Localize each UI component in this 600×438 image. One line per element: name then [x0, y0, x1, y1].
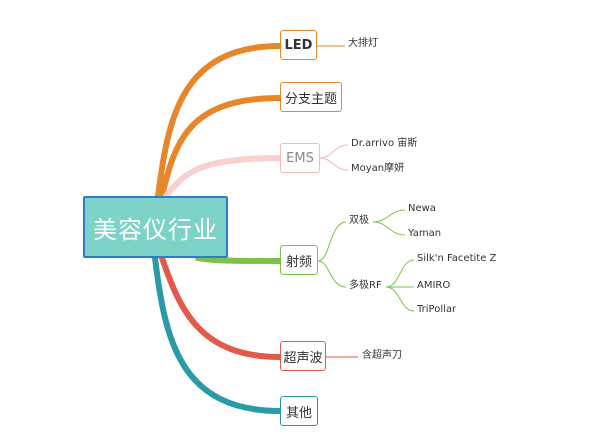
- subtopic-rf-yaman[interactable]: Yaman: [408, 228, 442, 239]
- topic-fenzhi[interactable]: 分支主题: [280, 82, 342, 112]
- subtopic-rf-silkn[interactable]: Silk'n Facetite Z: [417, 253, 497, 264]
- subtopic-ultrasound-1[interactable]: 含超声刀: [362, 350, 402, 361]
- branch-line-other: [152, 255, 283, 414]
- branch-line-ultrasound: [159, 255, 283, 360]
- branch-line-fenzhi: [159, 95, 283, 199]
- child-line-multipolar-1: [385, 259, 415, 288]
- subtopic-rf-multipolar[interactable]: 多极RF: [349, 280, 382, 291]
- branch-line-ems: [163, 155, 283, 199]
- topic-rf[interactable]: 射频: [280, 245, 318, 275]
- subtopic-rf-bipolar[interactable]: 双极: [349, 215, 369, 226]
- topic-other[interactable]: 其他: [280, 396, 318, 426]
- subtopic-rf-newa[interactable]: Newa: [408, 203, 436, 214]
- subtopic-rf-amiro[interactable]: AMIRO: [417, 280, 451, 291]
- branch-line-rf: [195, 255, 283, 264]
- child-line-ems-2: [319, 157, 349, 171]
- subtopic-rf-tripollar[interactable]: TriPollar: [417, 304, 457, 315]
- child-line-rf-2: [317, 260, 347, 288]
- child-line-multipolar-3: [385, 286, 415, 312]
- subtopic-led-1[interactable]: 大排灯: [348, 38, 378, 49]
- child-line-rf-1: [317, 221, 347, 262]
- branch-line-led: [155, 43, 283, 199]
- child-line-bipolar-1: [372, 209, 406, 223]
- child-line-bipolar-2: [372, 221, 406, 236]
- subtopic-ems-2[interactable]: Moyan摩妍: [351, 163, 405, 174]
- root-topic[interactable]: 美容仪行业: [83, 196, 228, 258]
- child-line-ems-1: [319, 144, 349, 159]
- topic-ultrasound[interactable]: 超声波: [280, 341, 326, 371]
- subtopic-ems-1[interactable]: Dr.arrivo 宙斯: [351, 138, 418, 149]
- topic-ems[interactable]: EMS: [280, 143, 320, 173]
- topic-led[interactable]: LED: [280, 30, 317, 60]
